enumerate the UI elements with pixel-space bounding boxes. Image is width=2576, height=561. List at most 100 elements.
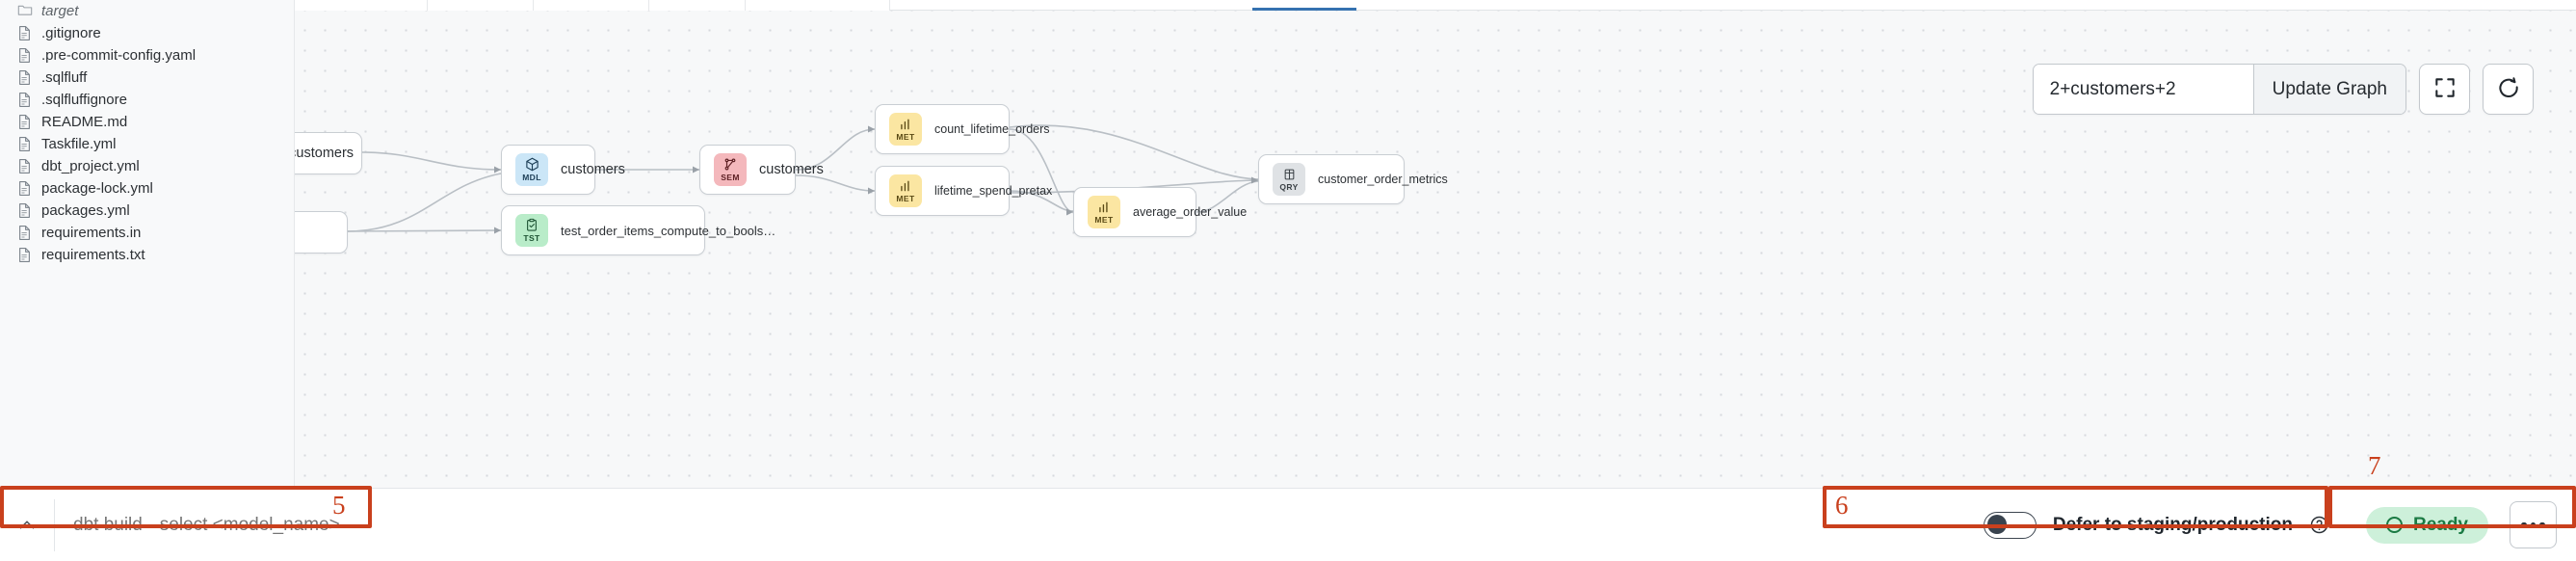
editor-tab[interactable]	[746, 0, 890, 11]
editor-tab[interactable]	[534, 0, 649, 11]
file-tree-item-label: .sqlfluff	[41, 69, 88, 86]
file-tree-item[interactable]: Taskfile.yml	[0, 133, 294, 155]
status-badge[interactable]: Ready	[2365, 506, 2488, 544]
graph-node-label: lifetime_spend_pretax	[934, 184, 1053, 198]
status-bar: Defer to staging/production Ready	[0, 488, 2576, 561]
badge-code: SEM	[721, 173, 740, 182]
status-label: Ready	[2412, 514, 2468, 535]
cube-icon	[525, 157, 539, 172]
clipboard-check-icon	[525, 218, 539, 232]
graph-node-test-order-items[interactable]: TST test_order_items_compute_to_bools…	[501, 205, 775, 255]
fullscreen-button[interactable]	[2419, 64, 2470, 115]
command-bar[interactable]	[0, 498, 344, 551]
active-tab-indicator	[1252, 8, 1356, 11]
badge-code: MET	[896, 132, 915, 142]
file-tree-item-label: requirements.txt	[41, 247, 145, 263]
file-tree-item[interactable]: README.md	[0, 111, 294, 133]
graph-selector-group[interactable]: Update Graph	[2032, 64, 2406, 115]
graph-node-label: average_order_value	[1133, 205, 1248, 219]
fullscreen-icon	[2432, 75, 2458, 103]
test-badge: TST	[515, 214, 548, 247]
dbt-command-input[interactable]	[55, 514, 344, 536]
file-tree-item[interactable]: target	[0, 0, 294, 22]
editor-tab[interactable]	[428, 0, 534, 11]
graph-node-label: test_order_items_compute_to_bools…	[561, 223, 776, 238]
graph-node-label: customers	[561, 162, 625, 177]
file-tree-item[interactable]: package-lock.yml	[0, 177, 294, 200]
file-icon	[17, 247, 33, 263]
badge-code: TST	[523, 233, 540, 243]
graph-node-lifetime-spend-pretax[interactable]: MET lifetime_spend_pretax	[875, 166, 1052, 216]
graph-node-customer-order-metrics[interactable]: QRY customer_order_metrics	[1258, 154, 1448, 204]
graph-node-label: count_lifetime_orders	[934, 122, 1050, 136]
toggle-knob	[1986, 515, 2007, 535]
file-tree-item-label: packages.yml	[41, 202, 130, 219]
graph-node-average-order-value[interactable]: MET average_order_value	[1073, 187, 1247, 237]
file-tree-item-label: .sqlfluffignore	[41, 92, 127, 108]
metric-badge: MET	[889, 113, 922, 146]
badge-code: MDL	[522, 173, 541, 182]
more-options-button[interactable]	[2510, 501, 2557, 548]
file-tree-item[interactable]: .pre-commit-config.yaml	[0, 44, 294, 67]
chevron-up-icon[interactable]	[0, 498, 55, 551]
help-circle-icon[interactable]	[2309, 515, 2329, 535]
bar-chart-icon	[899, 117, 912, 131]
file-tree-item-label: .gitignore	[41, 25, 101, 41]
file-tree-item[interactable]: packages.yml	[0, 200, 294, 222]
file-tree-item[interactable]: .gitignore	[0, 22, 294, 44]
file-tree-item-label: dbt_project.yml	[41, 158, 140, 174]
editor-tab[interactable]	[295, 0, 428, 11]
ellipsis-icon	[2521, 521, 2545, 528]
file-icon	[17, 114, 33, 130]
defer-toggle[interactable]	[1983, 511, 2037, 539]
file-icon	[17, 47, 33, 64]
file-tree-item[interactable]: requirements.in	[0, 222, 294, 244]
graph-edges	[347, 124, 1259, 234]
graph-node-customers-model[interactable]: MDL customers	[501, 145, 625, 195]
file-icon	[17, 25, 33, 41]
graph-node-customers-semantic[interactable]: SEM customers	[699, 145, 824, 195]
file-tree-item-label: Taskfile.yml	[41, 136, 117, 152]
graph-node-label: customers	[759, 162, 824, 177]
update-graph-button[interactable]: Update Graph	[2252, 65, 2405, 114]
file-icon	[17, 69, 33, 86]
file-icon	[17, 136, 33, 152]
table-icon	[1283, 167, 1296, 181]
folder-icon	[17, 3, 33, 19]
file-tree-sidebar[interactable]: target .gitignore .pre-commit-config.yaml.…	[0, 0, 295, 488]
file-tree-item[interactable]: .sqlfluff	[0, 67, 294, 89]
file-icon	[17, 225, 33, 241]
semantic-model-icon	[723, 157, 737, 172]
lineage-graph-canvas[interactable]: tg_customers orders MDL customers	[295, 0, 2576, 488]
graph-node-stg-customers[interactable]: tg_customers	[295, 132, 362, 174]
bar-chart-icon	[1097, 200, 1111, 214]
defer-toggle-group[interactable]: Defer to staging/production	[1966, 511, 2347, 539]
status-circle-icon	[2385, 517, 2403, 533]
badge-code: MET	[1094, 215, 1114, 225]
metric-badge: MET	[889, 174, 922, 207]
graph-selector-input[interactable]	[2033, 65, 2253, 114]
graph-toolbar[interactable]: Update Graph	[2032, 64, 2534, 115]
badge-code: QRY	[1279, 182, 1299, 192]
graph-node-label: customer_order_metrics	[1318, 173, 1448, 186]
file-tree-item[interactable]: requirements.txt	[0, 244, 294, 266]
graph-node-count-lifetime-orders[interactable]: MET count_lifetime_orders	[875, 104, 1050, 154]
file-tree-item[interactable]: dbt_project.yml	[0, 155, 294, 177]
file-tree-item-label: package-lock.yml	[41, 180, 153, 197]
graph-node-orders[interactable]: orders	[295, 211, 348, 254]
graph-node-label: tg_customers	[295, 146, 355, 161]
file-tree-item-label: requirements.in	[41, 225, 142, 241]
file-icon	[17, 202, 33, 219]
file-tree-item-label: README.md	[41, 114, 128, 130]
editor-tab-strip[interactable]	[295, 0, 2576, 11]
badge-code: MET	[896, 194, 915, 203]
editor-tab[interactable]	[649, 0, 746, 11]
bar-chart-icon	[899, 178, 912, 193]
query-badge: QRY	[1273, 163, 1305, 196]
refresh-button[interactable]	[2483, 64, 2534, 115]
file-tree-item[interactable]: .sqlfluffignore	[0, 89, 294, 111]
file-icon	[17, 92, 33, 108]
file-tree-item-label: .pre-commit-config.yaml	[41, 47, 197, 64]
refresh-icon	[2496, 75, 2521, 103]
file-icon	[17, 180, 33, 197]
